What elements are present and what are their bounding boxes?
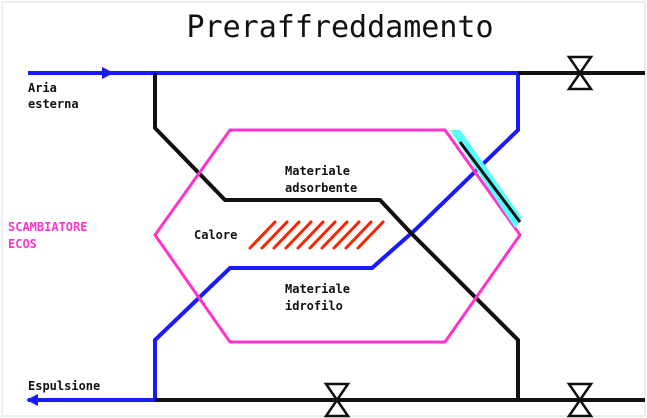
heat-arrow xyxy=(260,220,289,250)
label-scambiatore-line1: SCAMBIATORE xyxy=(8,220,87,234)
blue-diagonal-path xyxy=(153,73,520,400)
label-materiale-ads-line1: Materiale xyxy=(285,164,350,178)
heat-arrow xyxy=(356,220,385,250)
exchanger-hexagon xyxy=(153,128,522,344)
label-materiale-idr-line2: idrofilo xyxy=(285,299,343,313)
heat-arrow xyxy=(284,220,313,250)
black-diagonal-path xyxy=(153,73,520,400)
valve-icon xyxy=(323,382,351,418)
heat-arrow xyxy=(344,220,373,250)
heat-arrows xyxy=(248,220,385,250)
page-title: Preraffreddamento xyxy=(186,10,493,45)
heat-arrow xyxy=(272,220,301,250)
strip-slash xyxy=(458,141,522,223)
label-materiale-idr-line1: Materiale xyxy=(285,282,350,296)
label-scambiatore-line2: ECOS xyxy=(8,237,37,251)
heat-arrow xyxy=(332,220,361,250)
humidifier-strip xyxy=(450,130,522,228)
label-espulsione: Espulsione xyxy=(28,379,100,393)
outside-air-flow xyxy=(26,67,520,406)
valve-icon xyxy=(566,55,594,91)
heat-arrow xyxy=(248,220,277,250)
valve-bottom-right xyxy=(566,382,594,418)
valve-top-right xyxy=(566,55,594,91)
valve-bottom-middle xyxy=(323,382,351,418)
heat-arrow xyxy=(320,220,349,250)
label-calore: Calore xyxy=(194,228,237,242)
heat-arrow xyxy=(296,220,325,250)
label-aria-line2: esterna xyxy=(28,97,79,111)
heat-arrow xyxy=(308,220,337,250)
label-materiale-ads-line2: adsorbente xyxy=(285,181,357,195)
label-aria-line1: Aria xyxy=(28,81,57,95)
valve-icon xyxy=(566,382,594,418)
